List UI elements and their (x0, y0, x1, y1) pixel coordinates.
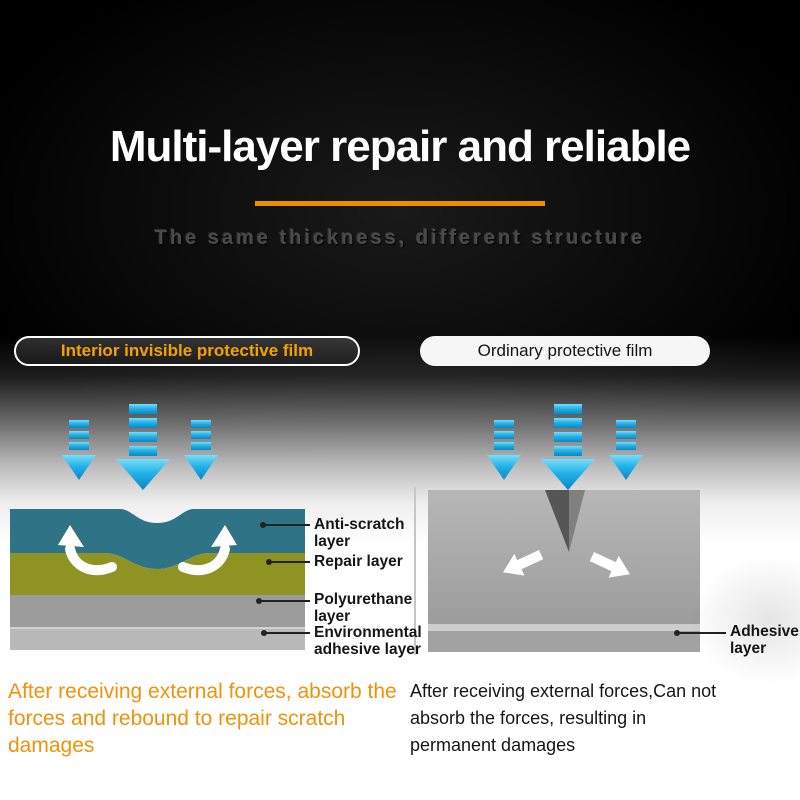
down-arrow-icon (541, 404, 595, 490)
adhesive-layer-stripe (428, 624, 700, 631)
down-arrow-icon (184, 420, 218, 480)
down-arrow-icon (62, 420, 96, 480)
right-film-pill: Ordinary protective film (420, 336, 710, 366)
leader-line (674, 630, 726, 636)
down-arrow-icon (609, 420, 643, 480)
rebound-arrow-icon (178, 525, 237, 576)
leader-line (260, 522, 310, 528)
left-film-pill-label: Interior invisible protective film (60, 341, 314, 360)
subtitle: The same thickness, different structure (154, 227, 646, 249)
layer-label-polyurethane: Polyurethane layer (314, 591, 413, 625)
leader-line (261, 630, 310, 636)
spread-arrow-icon (503, 550, 544, 576)
anti-scratch-layer-shape (10, 509, 305, 569)
left-film-pill: Interior invisible protective film (14, 336, 360, 366)
environmental-adhesive-layer-shape (10, 629, 305, 650)
crack-shape (569, 490, 585, 552)
panel-divider (414, 487, 416, 655)
layer-label-anti-scratch: Anti-scratch layer (314, 516, 405, 550)
leader-line (266, 559, 310, 565)
right-film-description: After receiving external forces,Can not … (410, 681, 717, 755)
title-underline (255, 201, 545, 206)
page-title: Multi-layer repair and reliable (109, 122, 691, 171)
multilayer-film-diagram (10, 509, 305, 650)
down-arrow-icon (116, 404, 170, 490)
left-film-description: After receiving external forces, absorb … (8, 680, 397, 757)
shadow-decoration (690, 555, 800, 685)
crack-shape (545, 490, 569, 552)
right-film-pill-label: Ordinary protective film (477, 341, 653, 360)
layer-label-environmental-adhesive: Environmental adhesive layer (314, 624, 422, 658)
layer-label-adhesive: Adhesive layer (730, 623, 800, 657)
polyurethane-layer-shape (10, 595, 305, 627)
layer-label-repair: Repair layer (314, 553, 403, 570)
rebound-arrow-icon (58, 525, 117, 576)
spread-arrow-icon (589, 552, 630, 578)
ordinary-film-diagram (428, 490, 700, 652)
leader-line (256, 598, 310, 604)
down-arrow-icon (487, 420, 521, 480)
